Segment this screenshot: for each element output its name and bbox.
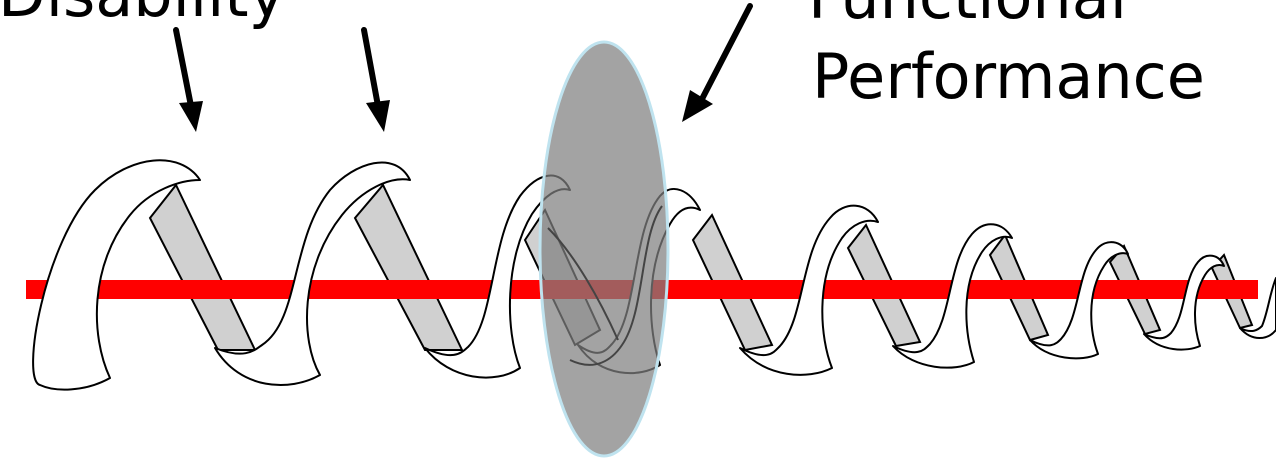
label-disability: Disability [0, 0, 285, 31]
label-performance: Performance [812, 40, 1205, 113]
arrow-disability-1 [173, 27, 203, 132]
arrow-disability-2 [361, 27, 390, 132]
arrows [173, 3, 753, 132]
arrow-functional [682, 3, 753, 122]
ribbon-through-section [547, 205, 663, 366]
cross-section-ellipse [538, 40, 670, 458]
label-functional: Functional [808, 0, 1127, 33]
